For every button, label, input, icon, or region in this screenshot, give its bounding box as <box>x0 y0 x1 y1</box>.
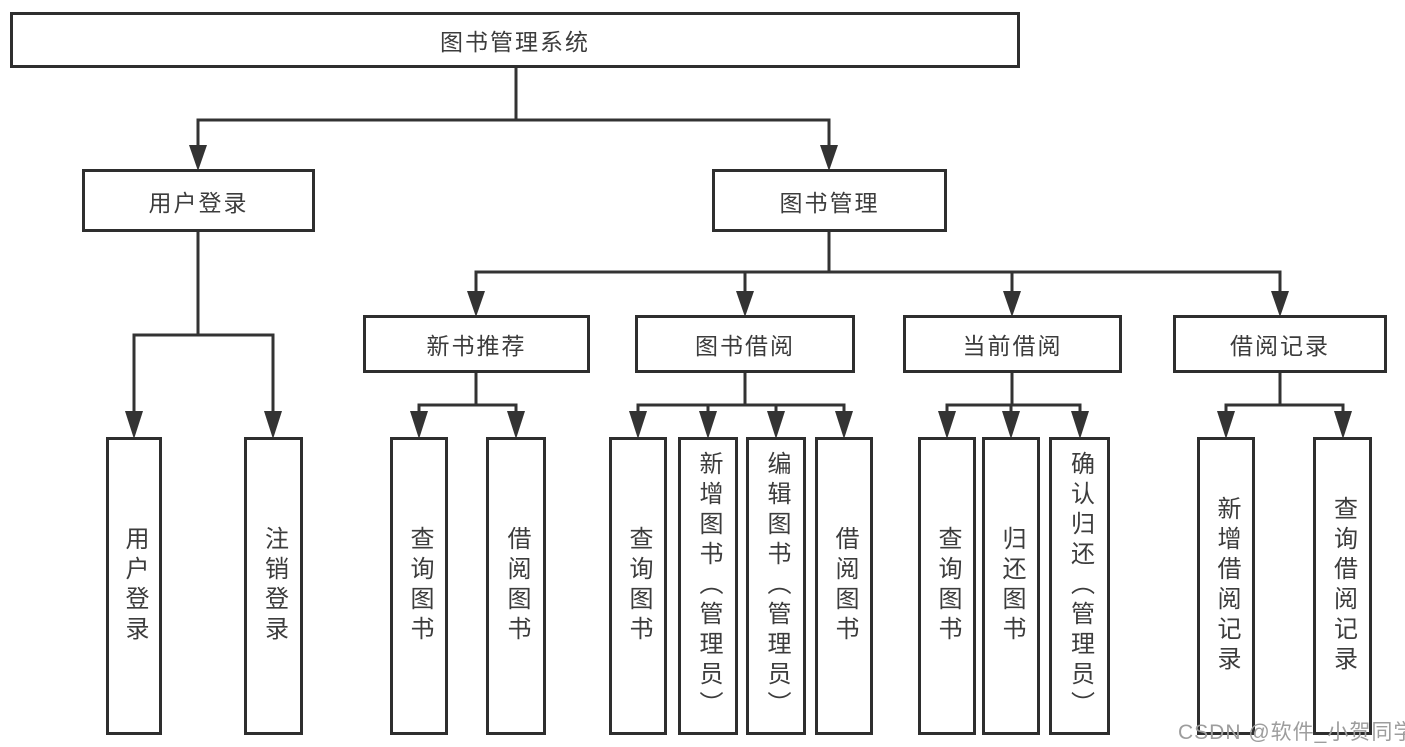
arrowhead-leaf-borrow-book-2 <box>835 411 853 439</box>
node-leaf-user-login: 用户登录 <box>106 437 162 735</box>
connector-book-mgmt-split <box>474 230 1282 298</box>
arrowhead-leaf-query-book-1 <box>410 411 428 439</box>
node-new-book-rec-label: 新书推荐 <box>426 333 527 359</box>
arrowhead-leaf-query-record <box>1334 411 1352 439</box>
node-leaf-borrow-book-2-label: 借阅图书 <box>831 526 858 646</box>
node-leaf-query-book-2-label: 查询图书 <box>625 526 652 646</box>
node-leaf-add-record-label: 新增借阅记录 <box>1213 496 1240 676</box>
node-leaf-logout: 注销登录 <box>244 437 303 735</box>
node-new-book-rec: 新书推荐 <box>363 315 590 373</box>
node-user-login: 用户登录 <box>82 169 315 232</box>
node-leaf-query-book-1-label: 查询图书 <box>406 526 433 646</box>
node-leaf-add-book: 新增图书（管理员） <box>678 437 738 735</box>
node-leaf-confirm-return-label: 确认归还（管理员） <box>1066 451 1094 721</box>
node-leaf-borrow-book-1: 借阅图书 <box>486 437 546 735</box>
node-leaf-borrow-book-2: 借阅图书 <box>815 437 873 735</box>
node-book-mgmt-label: 图书管理 <box>779 189 880 216</box>
arrowhead-book-mgmt <box>820 145 838 171</box>
node-book-borrow: 图书借阅 <box>635 315 855 373</box>
node-leaf-edit-book-label: 编辑图书（管理员） <box>763 451 790 721</box>
node-root: 图书管理系统 <box>10 12 1020 68</box>
arrowhead-leaf-query-book-2 <box>629 411 647 439</box>
node-book-borrow-label: 图书借阅 <box>695 333 795 359</box>
node-leaf-query-book-3: 查询图书 <box>918 437 976 735</box>
arrowhead-leaf-return-book <box>1002 411 1020 439</box>
arrowhead-current-borrow <box>1003 291 1021 317</box>
arrowhead-leaf-user-login <box>125 411 143 439</box>
node-leaf-logout-label: 注销登录 <box>260 526 288 646</box>
node-root-label: 图书管理系统 <box>440 29 590 55</box>
node-leaf-query-book-3-label: 查询图书 <box>934 526 961 646</box>
node-borrow-record: 借阅记录 <box>1173 315 1387 373</box>
arrowheads <box>125 145 1352 439</box>
connector-new-book-rec-split <box>417 371 518 418</box>
node-leaf-add-book-label: 新增图书（管理员） <box>695 451 722 721</box>
arrowhead-book-borrow <box>736 291 754 317</box>
arrowhead-user-login <box>189 145 207 171</box>
node-current-borrow-label: 当前借阅 <box>962 333 1063 359</box>
node-leaf-return-book-label: 归还图书 <box>998 526 1025 646</box>
connector-root-split <box>196 66 831 152</box>
arrowhead-leaf-borrow-book-1 <box>507 411 525 439</box>
watermark: CSDN @软件_小贺同学 <box>1178 721 1405 744</box>
arrowhead-borrow-record <box>1271 291 1289 317</box>
arrowhead-leaf-add-book <box>699 411 717 439</box>
node-leaf-add-record: 新增借阅记录 <box>1197 437 1255 735</box>
arrowhead-leaf-add-record <box>1217 411 1235 439</box>
node-leaf-edit-book: 编辑图书（管理员） <box>746 437 806 735</box>
node-borrow-record-label: 借阅记录 <box>1230 333 1330 359</box>
connector-current-borrow-split <box>945 371 1082 418</box>
node-leaf-query-book-2: 查询图书 <box>609 437 667 735</box>
node-leaf-user-login-label: 用户登录 <box>121 526 148 646</box>
node-user-login-label: 用户登录 <box>148 189 249 216</box>
connector-book-borrow-split <box>636 371 846 418</box>
node-leaf-query-record: 查询借阅记录 <box>1313 437 1372 735</box>
connector-borrow-record-split <box>1224 371 1345 418</box>
node-book-mgmt: 图书管理 <box>712 169 947 232</box>
node-leaf-confirm-return: 确认归还（管理员） <box>1049 437 1110 735</box>
arrowhead-leaf-confirm-return <box>1071 411 1089 439</box>
node-leaf-query-record-label: 查询借阅记录 <box>1329 496 1357 676</box>
arrowhead-leaf-logout <box>264 411 282 439</box>
connector-user-login-split <box>132 230 275 418</box>
arrowhead-leaf-query-book-3 <box>938 411 956 439</box>
arrowhead-leaf-edit-book <box>767 411 785 439</box>
node-leaf-return-book: 归还图书 <box>982 437 1040 735</box>
arrowhead-new-book-rec <box>467 291 485 317</box>
node-leaf-query-book-1: 查询图书 <box>390 437 448 735</box>
node-leaf-borrow-book-1-label: 借阅图书 <box>503 526 530 646</box>
node-current-borrow: 当前借阅 <box>903 315 1122 373</box>
